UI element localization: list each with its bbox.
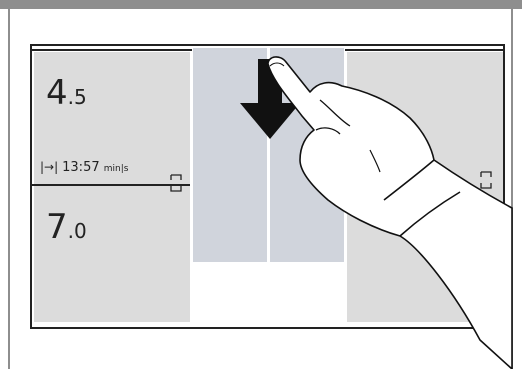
- hand-pointer-icon: [0, 0, 522, 369]
